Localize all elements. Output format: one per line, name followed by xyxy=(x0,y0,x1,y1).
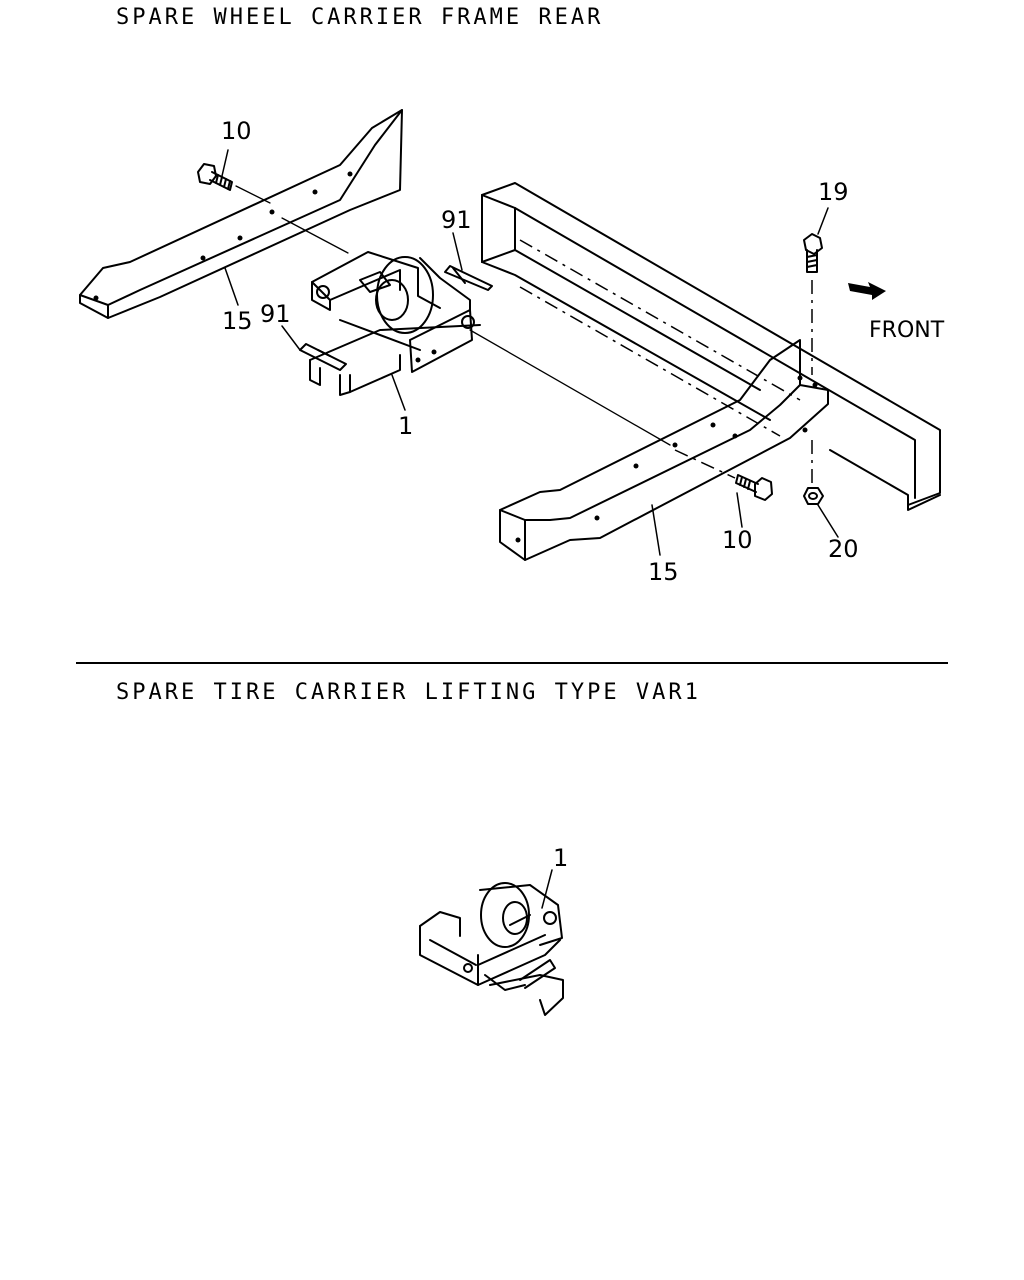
leader-line-var1 xyxy=(541,869,553,909)
section-title-frame-rear: SPARE WHEEL CARRIER FRAME REAR xyxy=(116,5,604,30)
callout-20: 20 xyxy=(828,535,859,563)
crossmember-right xyxy=(499,339,829,561)
callout-15-right: 15 xyxy=(648,558,679,586)
strap-91-upper xyxy=(444,265,493,291)
leader-lines xyxy=(221,149,839,556)
carrier-winch-assembly xyxy=(309,251,481,396)
bolt-19 xyxy=(803,233,823,273)
callout-15-left: 15 xyxy=(222,307,253,335)
callout-10-lower: 10 xyxy=(722,526,753,554)
chassis-frame-rail xyxy=(481,182,941,511)
callout-10-upper: 10 xyxy=(221,117,252,145)
assembly-centerlines xyxy=(235,185,813,486)
callout-19: 19 xyxy=(818,178,849,206)
carrier-winch-assembly-var1 xyxy=(419,882,564,1016)
section-title-lifting-type: SPARE TIRE CARRIER LIFTING TYPE VAR1 xyxy=(116,680,701,705)
front-arrow-icon xyxy=(848,282,886,300)
bolt-10-upper xyxy=(197,163,233,191)
callout-1-assembly: 1 xyxy=(398,412,413,440)
front-label: FRONT xyxy=(869,318,945,343)
callout-1-var1: 1 xyxy=(553,844,568,872)
callout-91-upper: 91 xyxy=(441,206,472,234)
strap-91-lower xyxy=(299,343,347,371)
callout-91-lower: 91 xyxy=(260,300,291,328)
crossmember-left xyxy=(79,109,403,319)
bolt-10-lower xyxy=(735,474,773,501)
nut-20 xyxy=(803,487,824,505)
